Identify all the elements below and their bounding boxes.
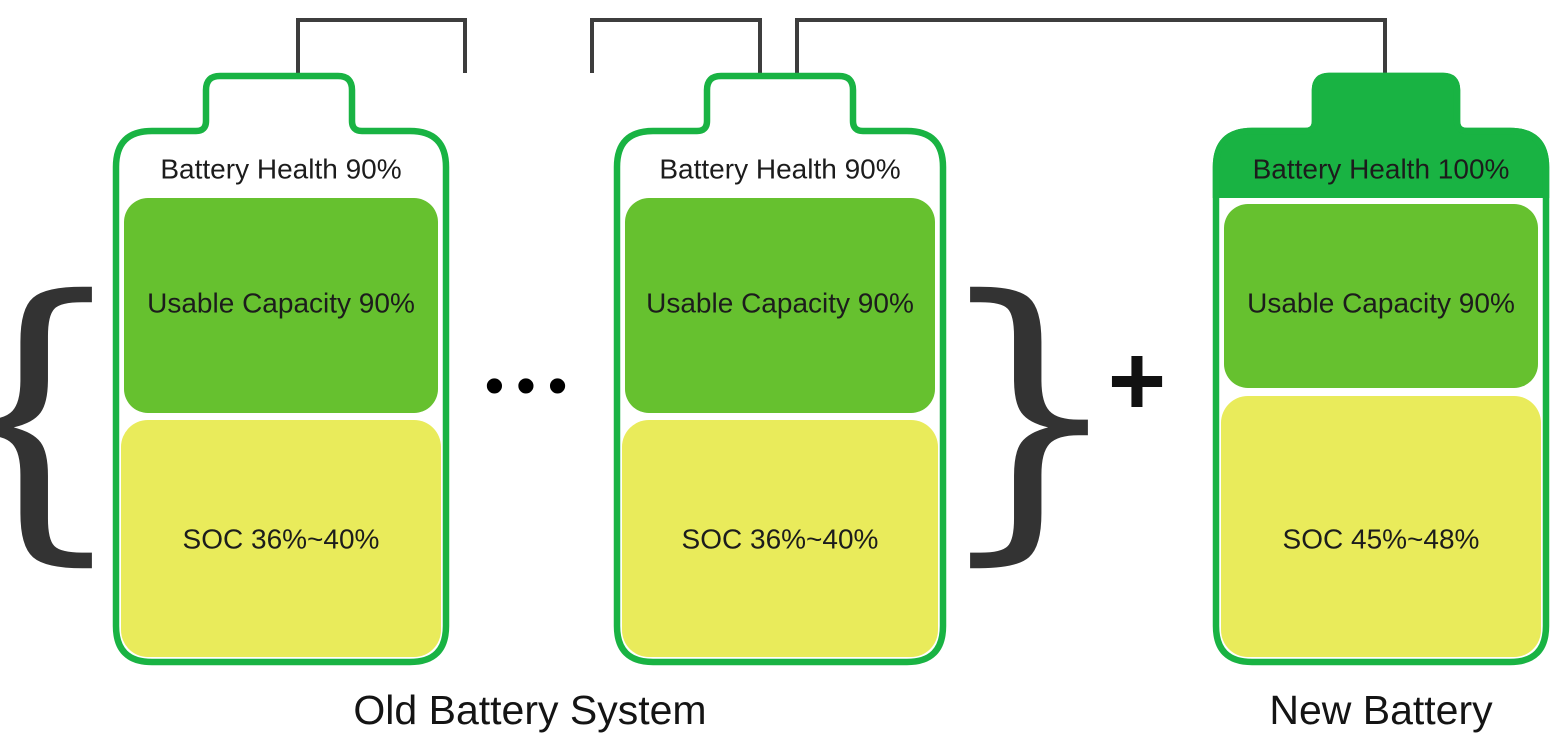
old-battery-2-soc-section xyxy=(622,420,938,657)
old-battery-1-capacity-label: Usable Capacity 90% xyxy=(147,288,415,319)
old-battery-2-soc-label: SOC 36%~40% xyxy=(682,524,879,555)
new-battery-health-section xyxy=(1212,72,1550,198)
brace-left: { xyxy=(0,236,130,591)
ellipsis-more-batteries: ••• xyxy=(485,354,580,417)
old-battery-2-health-label: Battery Health 90% xyxy=(659,154,900,185)
old-battery-1-health-label: Battery Health 90% xyxy=(160,154,401,185)
wire-old-battery-2-to-new-battery xyxy=(795,18,1387,79)
new-battery-capacity-section xyxy=(1224,204,1538,388)
new-battery-soc-section xyxy=(1221,396,1541,657)
plus-operator: + xyxy=(1108,325,1166,437)
old-battery-2-capacity-label: Usable Capacity 90% xyxy=(646,288,914,319)
new-battery-capacity-label: Usable Capacity 90% xyxy=(1247,288,1515,319)
wire-old-battery-1 xyxy=(296,18,467,79)
new-battery-soc-label: SOC 45%~48% xyxy=(1283,524,1480,555)
caption-old-battery-system: Old Battery System xyxy=(353,687,706,733)
new-battery: Battery Health 100% Usable Capacity 90% … xyxy=(1212,72,1550,666)
old-battery-1-soc-label: SOC 36%~40% xyxy=(183,524,380,555)
wire-old-battery-2-left xyxy=(590,18,762,79)
brace-right: } xyxy=(932,236,1126,591)
old-battery-1: Battery Health 90% Usable Capacity 90% S… xyxy=(112,72,450,666)
old-battery-1-soc-section xyxy=(121,420,441,657)
old-battery-1-capacity-section xyxy=(124,198,438,413)
new-battery-health-label: Battery Health 100% xyxy=(1253,154,1510,185)
old-battery-2: Battery Health 90% Usable Capacity 90% S… xyxy=(613,72,947,666)
caption-new-battery: New Battery xyxy=(1269,687,1493,733)
old-battery-2-capacity-section xyxy=(625,198,935,413)
